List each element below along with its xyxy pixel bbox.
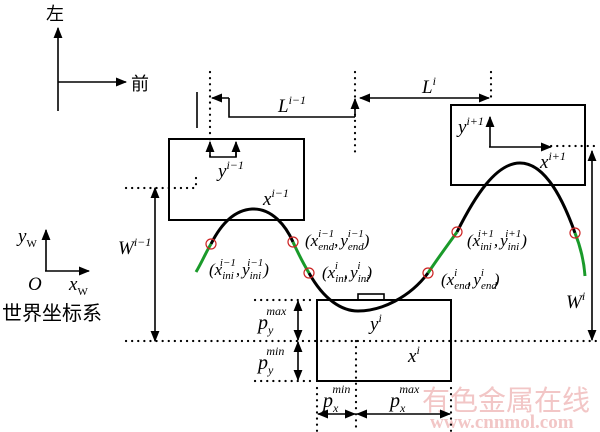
point-exit-marker [569,227,581,239]
world-x-label: xW [68,274,88,298]
obstacle-curr-x-label: xi [407,343,420,367]
length-dimensions: Li−1 Li [196,74,491,128]
obstacle-next-y-label: yi+1 [456,114,484,138]
point-ini-next-marker [451,226,463,238]
label-end-prev: (xendi−1,yendi−1) [305,228,370,253]
W-prev-label: Wi−1 [118,235,151,259]
W-curr-label: Wi [566,289,585,313]
watermark: 有色金属在线 www.cnnmol.com [422,384,590,432]
obstacle-next: yi+1 xi+1 [450,104,586,186]
trajectory [194,161,587,313]
obstacle-curr-y-label: yi [368,311,382,335]
transition-segment-next-exit [573,232,587,277]
world-origin-label: O [28,274,42,295]
world-frame: yW O xW 世界坐标系 [2,226,102,325]
offset-dimensions: pymax pymin pxmin pxmax [256,299,452,419]
obstacle-curr: yi xi [316,293,452,382]
obstacle-next-x-label: xi+1 [539,149,566,173]
obstacle-prev-y-bracket [209,150,237,158]
transition-segment-curr-to-next [426,231,459,274]
world-y-label: yW [16,226,37,250]
L-prev-bracket [228,98,355,118]
transition-segment-prev-to-curr [291,241,311,274]
point-ini-curr-marker [303,267,315,279]
path-black [209,161,577,313]
px-min-label: pxmin [321,382,350,415]
point-labels: (xinii−1,yinii−1) (xendi−1,yendi−1) (xin… [209,228,527,292]
label-ini-next: (xinii+1,yinii+1) [467,228,527,253]
px-max-label: pxmax [388,382,420,415]
obstacle-prev: yi−1 xi−1 [168,138,305,221]
transition-segment-prev-entry [194,243,213,273]
obstacle-prev-box [168,138,305,221]
label-ini-curr: (xinii,yinii) [322,260,372,285]
world-frame-caption: 世界坐标系 [2,301,102,325]
watermark-text-url: www.cnnmol.com [430,412,574,432]
obstacle-prev-y-label: yi−1 [216,158,244,182]
py-min-label: pymin [256,344,284,377]
guide-lines [124,70,600,432]
width-dimensions: Wi−1 Wi [118,149,597,343]
direction-axes: 左 前 [46,4,149,111]
point-end-curr-marker [422,267,434,279]
point-ini-prev-marker [205,238,217,250]
L-curr-label: Li [421,74,436,98]
point-end-prev-marker [287,236,299,248]
L-prev-label: Li−1 [277,93,306,117]
obstacle-curr-marker [357,293,385,301]
obstacle-next-box [450,104,586,186]
py-max-label: pymax [256,304,287,337]
left-label: 左 [46,4,64,25]
label-ini-prev: (xinii−1,yinii−1) [209,257,269,282]
obstacle-prev-x-label: xi−1 [262,186,289,210]
label-end-curr: (xendi,yendi) [441,267,500,292]
forward-label: 前 [131,74,149,95]
